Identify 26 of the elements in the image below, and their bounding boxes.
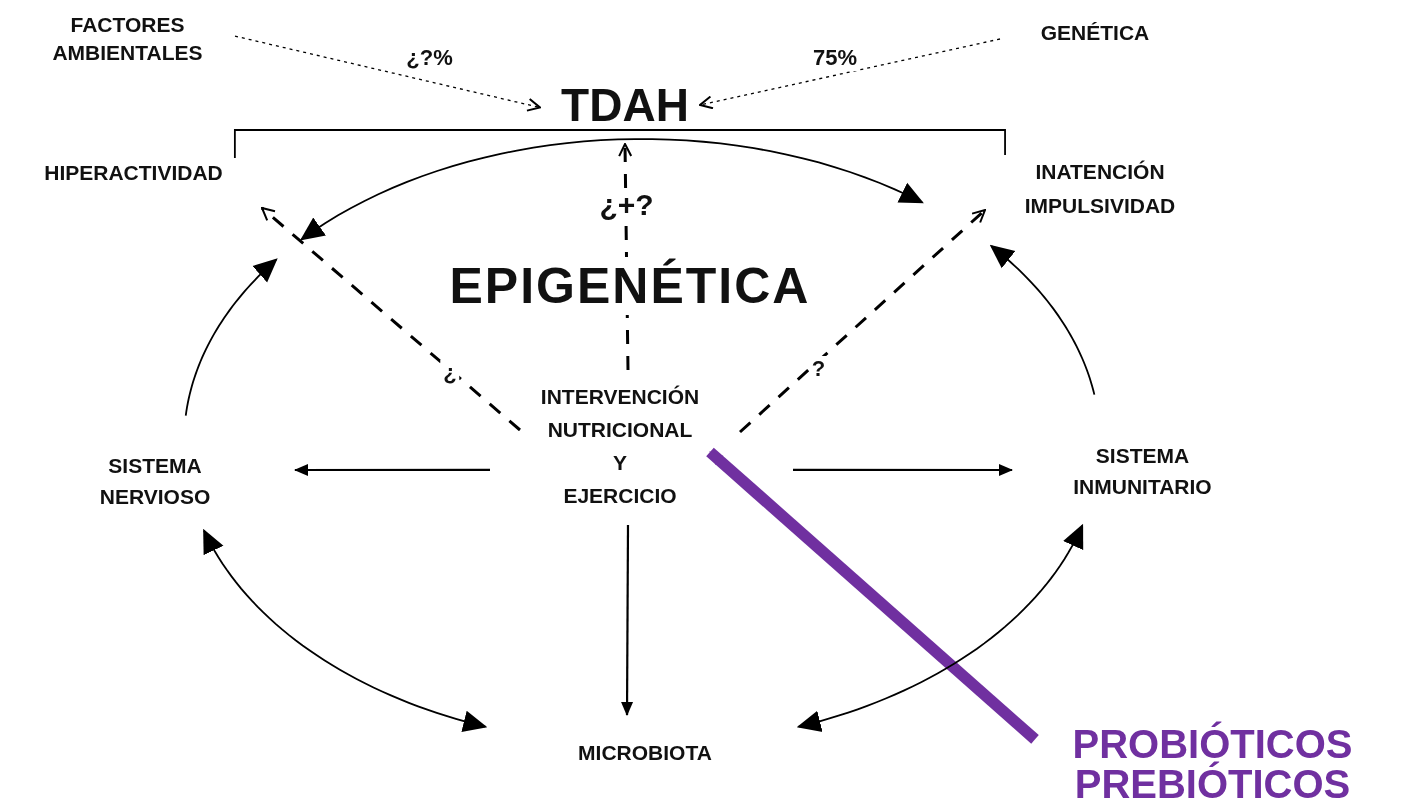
edge-label: ¿ — [440, 360, 460, 386]
supplement-label: PROBIÓTICOS PREBIÓTICOS — [1071, 720, 1354, 808]
cycle-arc-arrow — [184, 258, 278, 417]
cycle-arc-arrow — [300, 138, 924, 241]
arrow — [621, 525, 634, 716]
disorder-title: TDAH — [560, 80, 690, 130]
dotted-arrow — [234, 35, 541, 112]
cycle-arc-arrow — [796, 523, 1084, 733]
arrow — [294, 464, 490, 476]
symptom-label: HIPERACTIVIDAD — [43, 160, 224, 186]
arrow — [706, 447, 1039, 744]
bracket-line — [233, 129, 626, 159]
dashed-arrow — [261, 206, 521, 432]
factor-label: GENÉTICA — [1039, 20, 1151, 46]
intervention-label: INTERVENCIÓN NUTRICIONAL Y EJERCICIO — [539, 383, 701, 509]
system-label: MICROBIOTA — [577, 740, 713, 766]
dotted-arrow — [699, 38, 1001, 110]
system-label: SISTEMA INMUNITARIO — [1072, 443, 1213, 500]
dashed-arrow — [739, 208, 986, 434]
system-label: SISTEMA NERVIOSO — [98, 453, 212, 510]
cycle-arc-arrow — [203, 528, 488, 733]
cycle-arc-arrow — [989, 244, 1096, 396]
bracket-line — [624, 129, 1006, 156]
arrow — [793, 464, 1013, 476]
symptom-label: INATENCIÓN IMPULSIVIDAD — [1023, 159, 1177, 219]
factor-label: FACTORES AMBIENTALES — [51, 12, 204, 66]
